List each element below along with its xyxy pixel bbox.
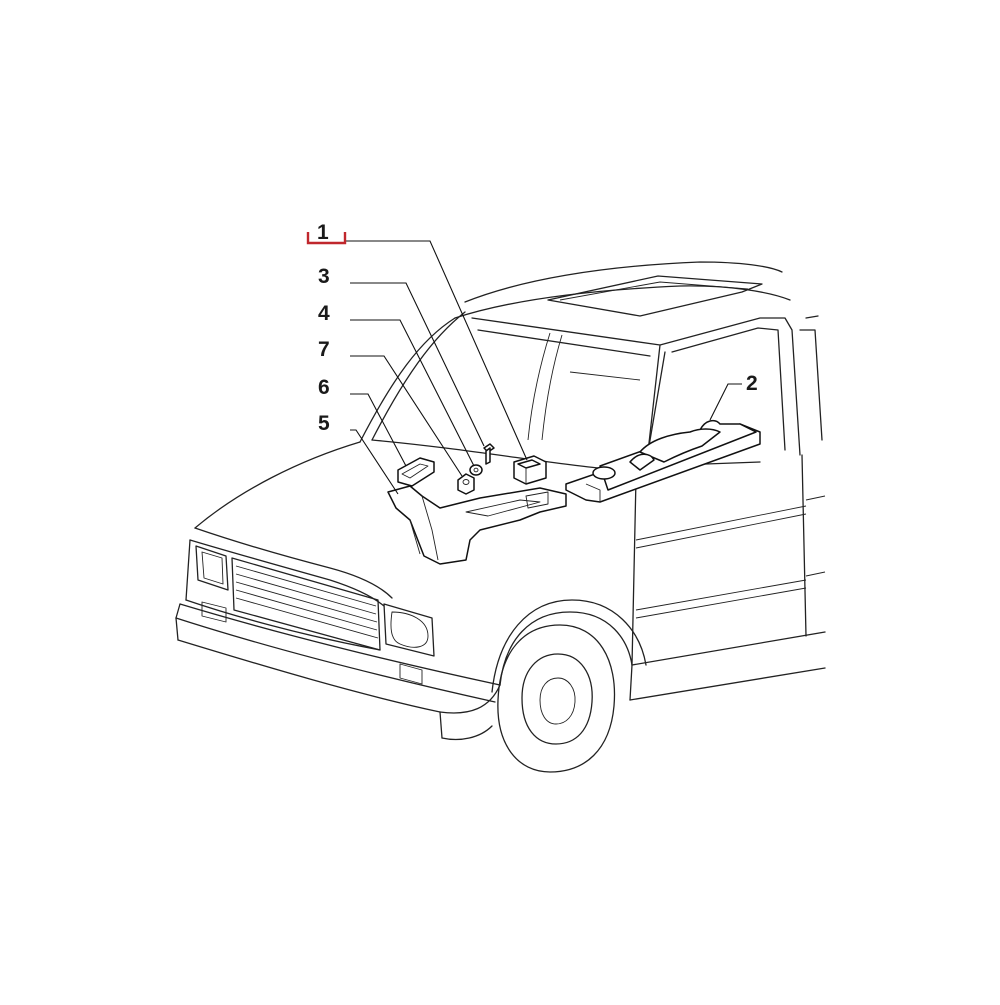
callout-label-7: 7	[318, 338, 330, 361]
callout-label-1: 1	[317, 221, 329, 244]
part-6-bracket	[397, 457, 435, 487]
part-4-washer	[469, 464, 483, 476]
part-1-switch-bezel	[513, 455, 547, 485]
callout-label-4: 4	[318, 302, 330, 325]
part-2-center-console	[565, 419, 761, 503]
callout-label-5: 5	[318, 412, 330, 435]
part-5-lower-console	[387, 485, 567, 565]
part-7-nut	[457, 473, 475, 495]
car-outline	[175, 261, 826, 773]
callout-label-2: 2	[746, 372, 758, 395]
callout-label-6: 6	[318, 376, 330, 399]
leader-lines	[346, 240, 742, 495]
callout-label-3: 3	[318, 265, 330, 288]
part-3-screw	[483, 443, 495, 465]
callout-1-highlight-bracket	[306, 232, 347, 245]
